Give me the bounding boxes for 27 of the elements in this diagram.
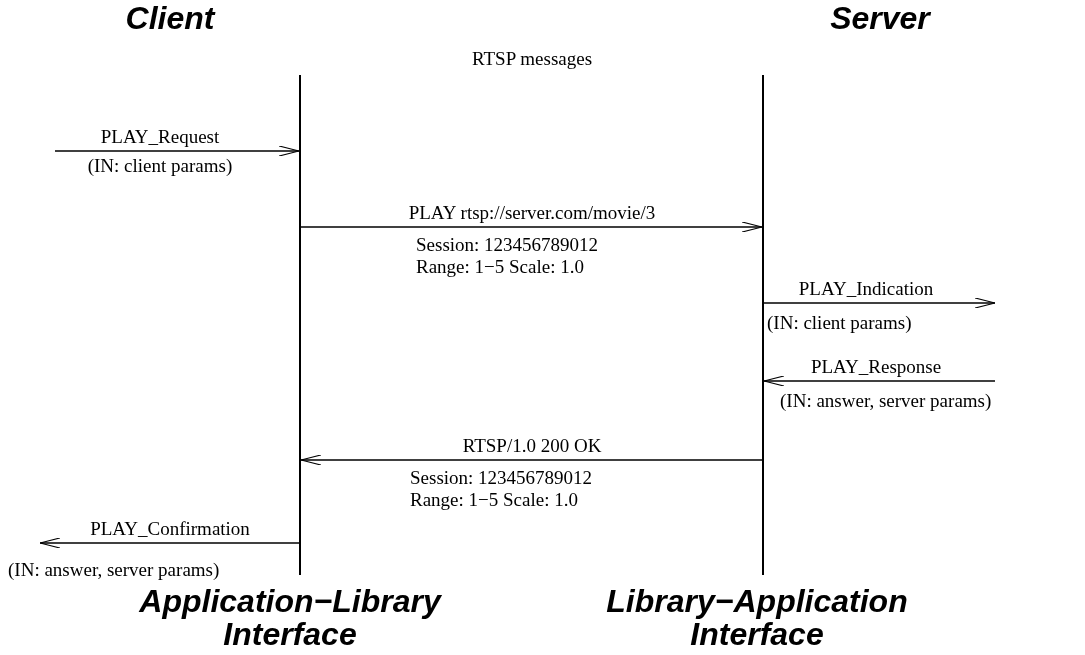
interface-title: Application−Library Interface xyxy=(138,585,443,651)
message-arrow xyxy=(763,297,996,309)
message-label: RTSP/1.0 200 OK xyxy=(462,435,602,457)
message-label: PLAY_Response xyxy=(810,356,942,378)
lifeline xyxy=(299,75,301,575)
message-arrow xyxy=(39,537,300,549)
header-line: Session: 123456789012 xyxy=(416,234,599,256)
parameter-note: (IN: client params) xyxy=(767,312,912,334)
message-label: PLAY rtsp://server.com/movie/3 xyxy=(408,202,656,224)
lifeline xyxy=(762,75,764,575)
heading: Server xyxy=(829,2,932,35)
header-line: Range: 1−5 Scale: 1.0 xyxy=(410,489,578,511)
message-arrow xyxy=(300,454,763,466)
interface-title: Library−Application Interface xyxy=(605,585,909,651)
parameter-note: (IN: answer, server params) xyxy=(8,559,220,581)
header-line: Range: 1−5 Scale: 1.0 xyxy=(416,256,584,278)
message-label: PLAY_Confirmation xyxy=(90,518,250,540)
message-arrow xyxy=(54,145,300,157)
message-label: PLAY_Request xyxy=(100,126,220,148)
header-line: Session: 123456789012 xyxy=(410,467,593,489)
message-label: PLAY_Indication xyxy=(798,278,934,300)
heading: Client xyxy=(124,2,217,35)
parameter-note: (IN: answer, server params) xyxy=(780,390,992,412)
message-arrow xyxy=(763,375,996,387)
parameter-note: (IN: client params) xyxy=(87,155,233,177)
caption: RTSP messages xyxy=(471,48,593,70)
message-arrow xyxy=(300,221,763,233)
